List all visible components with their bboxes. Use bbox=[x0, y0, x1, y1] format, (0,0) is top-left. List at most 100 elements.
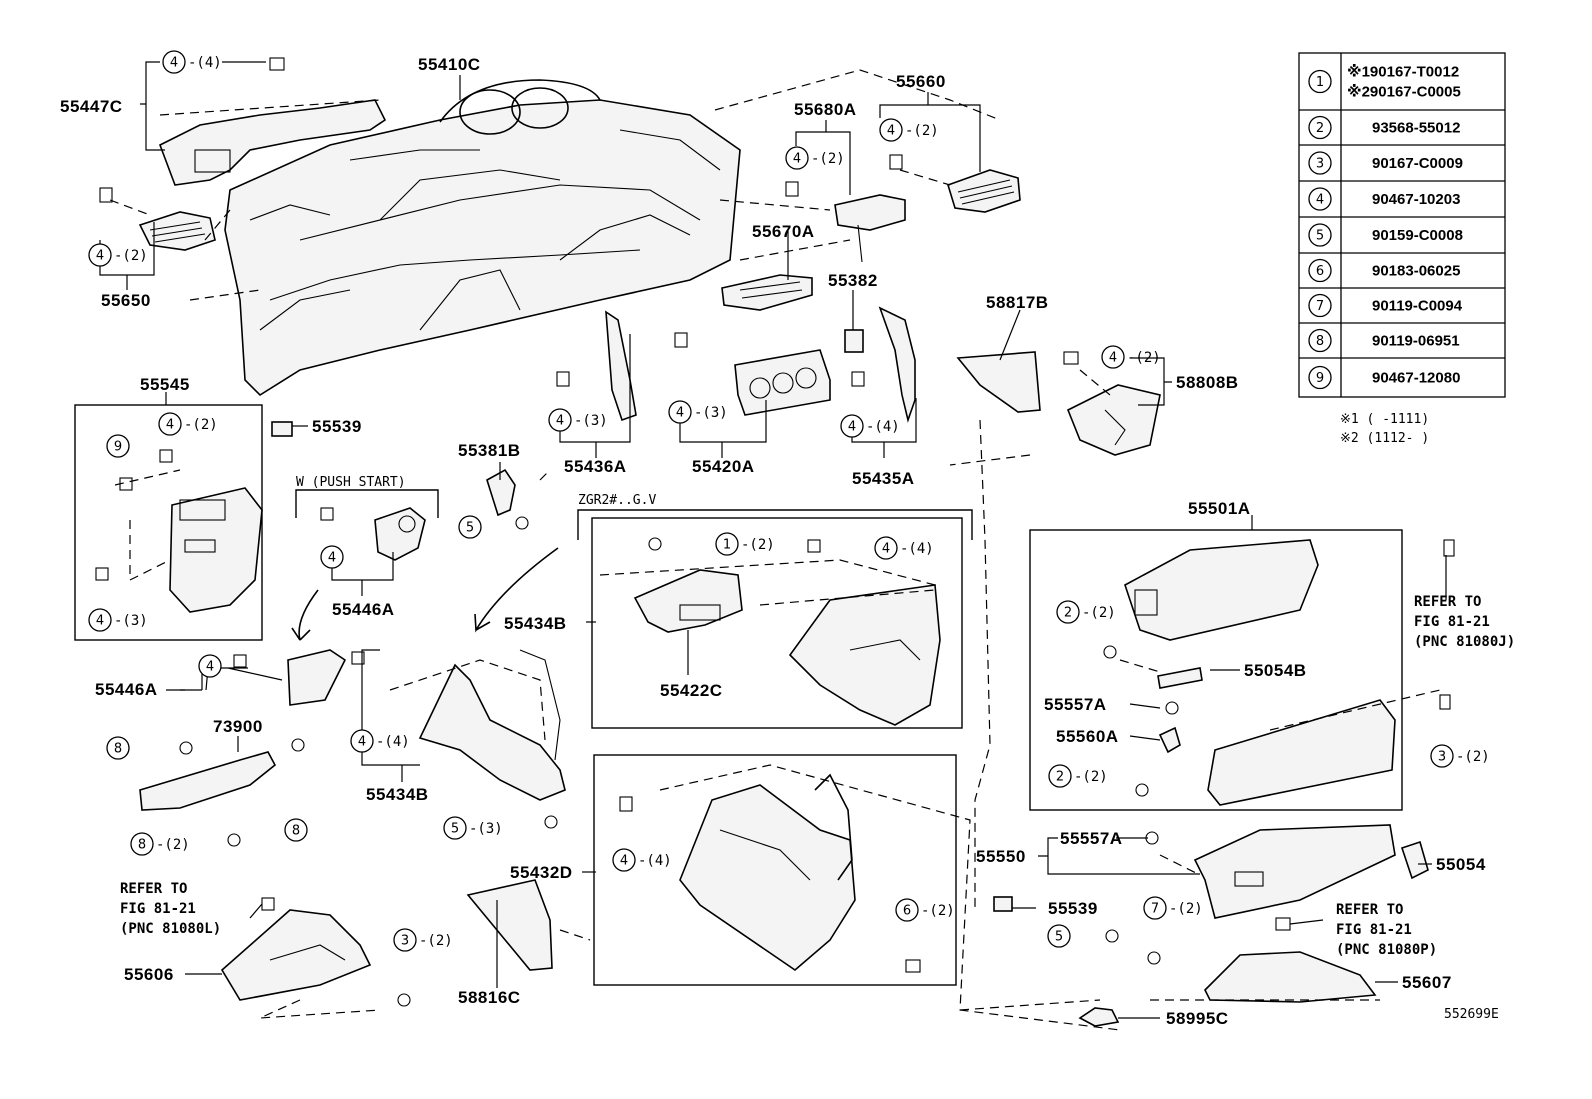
diagram-code: 552699E bbox=[1444, 1007, 1499, 1022]
glovebox-door-drawing bbox=[1207, 699, 1396, 806]
console-upper-drawing bbox=[788, 584, 941, 726]
callout-number: 2 bbox=[1064, 606, 1072, 621]
label-55435A: 55435A bbox=[852, 469, 915, 488]
vent-55670A-drawing bbox=[721, 274, 813, 311]
callout-c8: 4-(3) bbox=[548, 408, 608, 432]
fastener-drawings bbox=[95, 57, 1455, 1007]
callout-c14: 1-(2) bbox=[715, 532, 775, 556]
callout-c4: 4-(2) bbox=[88, 243, 148, 267]
label-55557A-a: 55557A bbox=[1044, 695, 1107, 714]
callout-circle bbox=[443, 816, 467, 840]
callout-number: 4 bbox=[882, 542, 890, 557]
callout-number: 9 bbox=[114, 440, 122, 455]
table-part-number: 90159-C0008 bbox=[1372, 227, 1463, 244]
table-num-circle bbox=[1308, 293, 1332, 318]
callout-qty: -(3) bbox=[114, 613, 148, 629]
table-num: 7 bbox=[1316, 299, 1324, 314]
label-55436A: 55436A bbox=[564, 457, 627, 476]
label-55557A-b: 55557A bbox=[1060, 829, 1123, 848]
refer-81080J: REFER TO FIG 81-21 (PNC 81080J) bbox=[1414, 594, 1515, 650]
bracket-push-start bbox=[295, 489, 439, 518]
callout-c17: 2-(2) bbox=[1056, 600, 1116, 624]
table-num-circle bbox=[1308, 187, 1332, 211]
callout-circle bbox=[458, 515, 482, 539]
callout-c28: 5 bbox=[1047, 924, 1071, 948]
label-55381B: 55381B bbox=[458, 441, 521, 460]
side-panel-right-drawing bbox=[878, 306, 916, 423]
heater-control-drawing bbox=[734, 349, 831, 416]
callout-c16: 4 bbox=[198, 654, 222, 678]
table-row: 5 90159-C0008 bbox=[1308, 223, 1463, 247]
callout-circle bbox=[393, 928, 417, 952]
label-55650: 55650 bbox=[101, 291, 151, 310]
callout-qty: -(4) bbox=[866, 419, 900, 435]
callout-circle bbox=[320, 545, 344, 569]
table-note-2: ※2 (1112- ) bbox=[1340, 431, 1429, 446]
latch-55560A-drawing bbox=[1158, 726, 1181, 754]
label-55539-b: 55539 bbox=[1048, 899, 1098, 918]
callout-number: 4 bbox=[358, 735, 366, 750]
table-num-circle bbox=[1308, 115, 1332, 140]
callout-circle bbox=[1101, 345, 1125, 369]
callout-c18: 8 bbox=[106, 736, 130, 760]
callout-number: 8 bbox=[114, 742, 122, 757]
part-drawings bbox=[95, 57, 1455, 1027]
callout-number: 2 bbox=[1056, 770, 1064, 785]
callout-number: 4 bbox=[206, 660, 214, 675]
refer-81080L-line3: (PNC 81080L) bbox=[120, 921, 221, 937]
label-58808B: 58808B bbox=[1176, 373, 1239, 392]
callout-c15: 4-(4) bbox=[874, 536, 934, 560]
callout-qty: -(2) bbox=[1169, 901, 1203, 917]
callout-number: 5 bbox=[466, 521, 474, 536]
callout-qty: -(3) bbox=[469, 821, 503, 837]
table-num-circle bbox=[1308, 69, 1332, 94]
callout-c6: 4-(2) bbox=[158, 412, 218, 436]
cover-58817B-drawing bbox=[956, 351, 1041, 413]
callout-circle bbox=[1430, 744, 1454, 768]
callout-number: 4 bbox=[96, 614, 104, 629]
callout-qty: -(2) bbox=[156, 837, 190, 853]
callout-circle bbox=[1047, 924, 1071, 948]
callout-qty: -(2) bbox=[1456, 749, 1490, 765]
callout-number: 8 bbox=[138, 838, 146, 853]
cover-55446A-drawing bbox=[287, 649, 347, 706]
callout-c11: 4 -(3) bbox=[88, 608, 148, 632]
center-vent-drawing bbox=[834, 194, 906, 231]
callout-qty: -(4) bbox=[376, 734, 410, 750]
callout-circle bbox=[1056, 600, 1080, 624]
table-num-circle bbox=[1308, 328, 1332, 353]
part-labels: 55447C 55410C 55660 55680A 55650 55670A … bbox=[60, 55, 1485, 1028]
part-55607-drawing bbox=[1204, 951, 1377, 1003]
refer-81080L-line1: REFER TO bbox=[120, 881, 187, 897]
instrument-panel-drawing bbox=[224, 79, 741, 397]
label-55422C: 55422C bbox=[660, 681, 723, 700]
table-part-number: ※190167-T0012 bbox=[1347, 63, 1459, 81]
callout-number: 1 bbox=[723, 538, 731, 553]
callout-number: 5 bbox=[451, 822, 459, 837]
callout-qty: -(3) bbox=[694, 405, 728, 421]
callout-c29: 7-(2) bbox=[1143, 896, 1203, 920]
right-vent-drawing bbox=[947, 169, 1021, 213]
callout-circle bbox=[668, 400, 692, 424]
box-console bbox=[593, 754, 957, 986]
label-55382: 55382 bbox=[828, 271, 878, 290]
callout-qty: -(2) bbox=[1074, 769, 1108, 785]
table-num: 4 bbox=[1316, 193, 1324, 208]
callout-circle bbox=[162, 50, 186, 74]
damper-55054-drawing bbox=[1400, 840, 1429, 880]
table-num: 5 bbox=[1316, 229, 1324, 244]
glovebox-55550-drawing bbox=[1193, 824, 1396, 919]
refer-81080L: REFER TO FIG 81-21 (PNC 81080L) bbox=[120, 881, 221, 937]
table-part-number: ※290167-C0005 bbox=[1347, 83, 1461, 101]
callout-number: 4 bbox=[170, 56, 178, 71]
callout-qty: -(4) bbox=[638, 853, 672, 869]
table-part-number: 90119-C0094 bbox=[1372, 298, 1463, 315]
callout-circle bbox=[895, 898, 919, 922]
